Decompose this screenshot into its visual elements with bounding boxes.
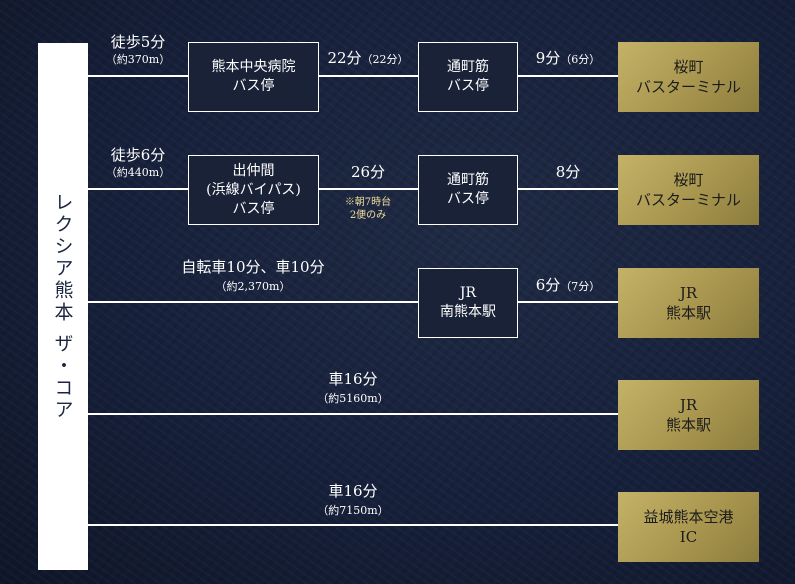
route3-dest-line1: JR — [679, 284, 698, 302]
route3-seg-main: 6分 — [535, 276, 561, 294]
route2-dest-line2: バスターミナル — [635, 191, 741, 209]
route2-stop1-line3: バス停 — [232, 200, 275, 217]
route2-stop2-line2: バス停 — [447, 191, 489, 207]
route2-walk-label: 徒歩6分 — [110, 146, 166, 164]
route3-main-distance: （約2,370m） — [215, 280, 291, 293]
route1-stop2-line2: バス停 — [447, 78, 489, 94]
route1-stop1-box: 熊本中央病院 バス停 — [188, 42, 319, 112]
route2-line — [88, 188, 618, 190]
route1-stop2-line1: 通町筋 — [447, 59, 489, 75]
route2-walk-distance: （約440m） — [105, 166, 171, 179]
route4-destination: JR 熊本駅 — [618, 380, 759, 450]
route2-seg1-note-line2: 2便のみ — [349, 210, 387, 221]
route2-stop1-line1: 出仲間 — [232, 162, 275, 179]
route1-stop1-line1: 熊本中央病院 — [211, 59, 296, 75]
route1-dest-line2: バスターミナル — [635, 78, 741, 96]
route2-destination: 桜町 バスターミナル — [618, 155, 759, 225]
route1-seg2-sub: （6分） — [560, 53, 601, 66]
route2-seg1-note-line1: ※朝7時台 — [344, 197, 392, 208]
route1-seg1-sub: （22分） — [361, 53, 409, 66]
route1-seg1-time: 22分（22分） — [319, 48, 417, 67]
route2-stop2-box: 通町筋 バス停 — [418, 155, 518, 225]
route2-stop1-line2: (浜線バイパス) — [206, 181, 301, 198]
route5-main-distance: （約7150m） — [317, 504, 389, 517]
route1-destination: 桜町 バスターミナル — [618, 42, 759, 112]
route1-seg2-time: 9分（6分） — [518, 48, 618, 67]
route2-stop1-box: 出仲間 (浜線バイパス) バス停 — [188, 155, 319, 225]
route4-main-label: 車16分 — [328, 370, 378, 388]
route3-stop-line2: 南熊本駅 — [440, 304, 496, 320]
route4-main-distance: （約5160m） — [317, 392, 389, 405]
route4-line — [88, 413, 618, 415]
route1-stop2-box: 通町筋 バス停 — [418, 42, 518, 112]
route3-destination: JR 熊本駅 — [618, 268, 759, 338]
route5-line — [88, 524, 618, 526]
route1-walk-distance: （約370m） — [105, 53, 171, 66]
origin-block: レクシア熊本 ザ・コア — [38, 43, 88, 570]
route4-dest-line2: 熊本駅 — [665, 416, 711, 434]
route3-stop-box: JR 南熊本駅 — [418, 268, 518, 338]
route3-stop-line1: JR — [459, 285, 477, 301]
route3-main-label: 自転車10分、車10分 — [181, 258, 325, 276]
origin-label: レクシア熊本 ザ・コア — [51, 191, 74, 422]
route3-seg-sub: （7分） — [560, 280, 601, 293]
route1-walk-label: 徒歩5分 — [110, 33, 166, 51]
route5-dest-line2: IC — [679, 528, 698, 546]
route2-seg2-time: 8分 — [555, 163, 581, 181]
route5-dest-line1: 益城熊本空港 — [643, 508, 734, 526]
route3-dest-line2: 熊本駅 — [665, 304, 711, 322]
route5-destination: 益城熊本空港 IC — [618, 492, 759, 562]
route1-seg2-main: 9分 — [535, 49, 561, 67]
route4-dest-line1: JR — [679, 396, 698, 414]
route2-stop2-line1: 通町筋 — [447, 172, 489, 188]
route1-seg1-main: 22分 — [327, 49, 362, 67]
route1-stop1-line2: バス停 — [232, 78, 275, 94]
route1-line — [88, 75, 618, 77]
route3-line — [88, 301, 618, 303]
route5-main-label: 車16分 — [328, 482, 378, 500]
route2-dest-line1: 桜町 — [673, 171, 704, 189]
route1-dest-line1: 桜町 — [673, 58, 704, 76]
route3-seg-time: 6分（7分） — [518, 275, 618, 294]
route2-seg1-time: 26分 — [350, 163, 386, 181]
